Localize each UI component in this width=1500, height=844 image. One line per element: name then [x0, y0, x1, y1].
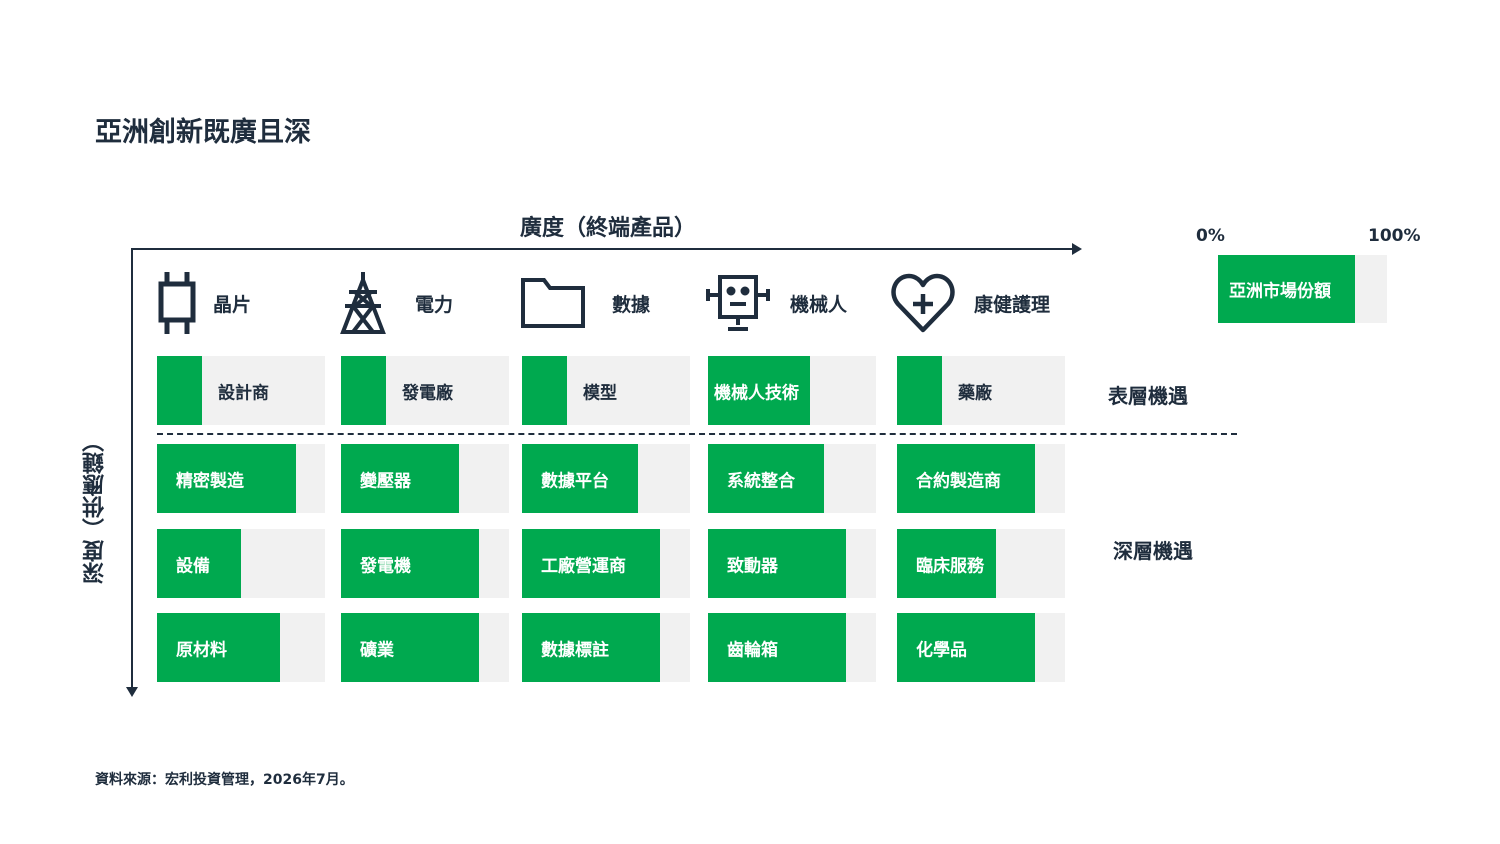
share-cell-label: 致動器 — [727, 556, 778, 576]
share-fill — [157, 529, 241, 598]
category-data: 數據 — [520, 268, 650, 338]
share-cell-label: 工廠營運商 — [541, 556, 626, 576]
x-axis-label: 廣度（終端產品） — [520, 216, 697, 241]
share-fill — [157, 444, 297, 513]
x-axis-line — [131, 248, 1073, 250]
legend-bar-fill — [1218, 255, 1355, 323]
category-label: 晶片 — [213, 293, 252, 316]
share-fill — [897, 444, 1035, 513]
share-cell-label: 齒輪箱 — [727, 640, 778, 660]
y-axis-line — [131, 248, 133, 688]
share-fill — [708, 529, 846, 598]
legend-bar: 亞洲市場份額 — [1218, 255, 1387, 323]
surface-opportunities-label: 表層機遇 — [1108, 384, 1188, 408]
share-cell: 設備 — [157, 529, 325, 598]
share-cell: 變壓器 — [341, 444, 509, 513]
category-label: 機械人 — [790, 293, 848, 316]
share-cell: 模型 — [522, 356, 690, 425]
legend-max-label: 100% — [1368, 226, 1421, 246]
share-cell: 致動器 — [708, 529, 876, 598]
share-cell-label: 變壓器 — [360, 471, 411, 491]
share-cell: 發電廠 — [341, 356, 509, 425]
share-cell: 合約製造商 — [897, 444, 1065, 513]
page-title: 亞洲創新既廣且深 — [95, 117, 311, 148]
share-cell-label: 模型 — [583, 383, 617, 403]
share-cell: 發電機 — [341, 529, 509, 598]
share-cell: 設計商 — [157, 356, 325, 425]
y-axis-label: 深度（供應鏈） — [83, 430, 108, 584]
share-cell-label: 數據標註 — [541, 640, 609, 660]
share-cell: 臨床服務 — [897, 529, 1065, 598]
heart-plus-icon — [890, 272, 956, 334]
category-chips: 晶片 — [157, 268, 251, 338]
share-fill — [897, 529, 997, 598]
category-label: 康健護理 — [974, 293, 1051, 316]
share-fill — [157, 613, 280, 682]
share-cell-label: 精密製造 — [176, 471, 244, 491]
share-fill — [341, 356, 387, 425]
share-fill — [522, 356, 568, 425]
power-tower-icon — [339, 270, 387, 336]
share-fill — [897, 356, 943, 425]
category-label: 電力 — [415, 293, 454, 316]
share-cell: 化學品 — [897, 613, 1065, 682]
share-cell-label: 臨床服務 — [916, 556, 984, 576]
share-cell: 數據平台 — [522, 444, 690, 513]
legend-label: 亞洲市場份額 — [1229, 281, 1331, 302]
deep-opportunities-label: 深層機遇 — [1113, 539, 1193, 563]
share-cell: 原材料 — [157, 613, 325, 682]
category-power: 電力 — [339, 268, 453, 338]
robot-icon — [706, 271, 770, 335]
share-fill — [708, 613, 846, 682]
share-fill — [341, 613, 479, 682]
share-cell-label: 藥廠 — [958, 383, 992, 403]
category-robotics: 機械人 — [706, 268, 847, 338]
folder-icon — [520, 277, 586, 329]
share-cell: 藥廠 — [897, 356, 1065, 425]
share-cell-label: 礦業 — [360, 640, 394, 660]
share-cell-label: 設備 — [176, 556, 210, 576]
share-cell-label: 發電廠 — [402, 383, 453, 403]
category-healthcare: 康健護理 — [890, 268, 1050, 338]
surface-deep-divider — [157, 433, 1237, 435]
share-cell-label: 機械人技術 — [714, 383, 799, 403]
y-axis-arrow — [126, 687, 138, 697]
share-fill — [708, 444, 824, 513]
share-fill — [522, 613, 660, 682]
share-cell: 機械人技術 — [708, 356, 876, 425]
share-cell-label: 設計商 — [218, 383, 269, 403]
share-fill — [897, 613, 1035, 682]
legend-min-label: 0% — [1196, 226, 1225, 246]
share-cell-label: 數據平台 — [541, 471, 609, 491]
source-note: 資料來源：宏利投資管理，2026年7月。 — [95, 772, 354, 788]
share-cell-label: 合約製造商 — [916, 471, 1001, 491]
x-axis-arrow — [1072, 243, 1082, 255]
share-fill — [522, 529, 660, 598]
share-fill — [157, 356, 203, 425]
share-cell-label: 系統整合 — [727, 471, 795, 491]
share-cell: 齒輪箱 — [708, 613, 876, 682]
category-label: 數據 — [612, 293, 651, 316]
share-cell: 數據標註 — [522, 613, 690, 682]
share-cell-label: 發電機 — [360, 556, 411, 576]
share-cell: 系統整合 — [708, 444, 876, 513]
share-fill — [522, 444, 638, 513]
chip-icon — [157, 270, 199, 336]
share-cell: 礦業 — [341, 613, 509, 682]
share-cell: 工廠營運商 — [522, 529, 690, 598]
share-fill — [708, 356, 811, 425]
share-cell-label: 原材料 — [176, 640, 227, 660]
share-fill — [341, 444, 459, 513]
share-fill — [341, 529, 479, 598]
share-cell: 精密製造 — [157, 444, 325, 513]
share-cell-label: 化學品 — [916, 640, 967, 660]
